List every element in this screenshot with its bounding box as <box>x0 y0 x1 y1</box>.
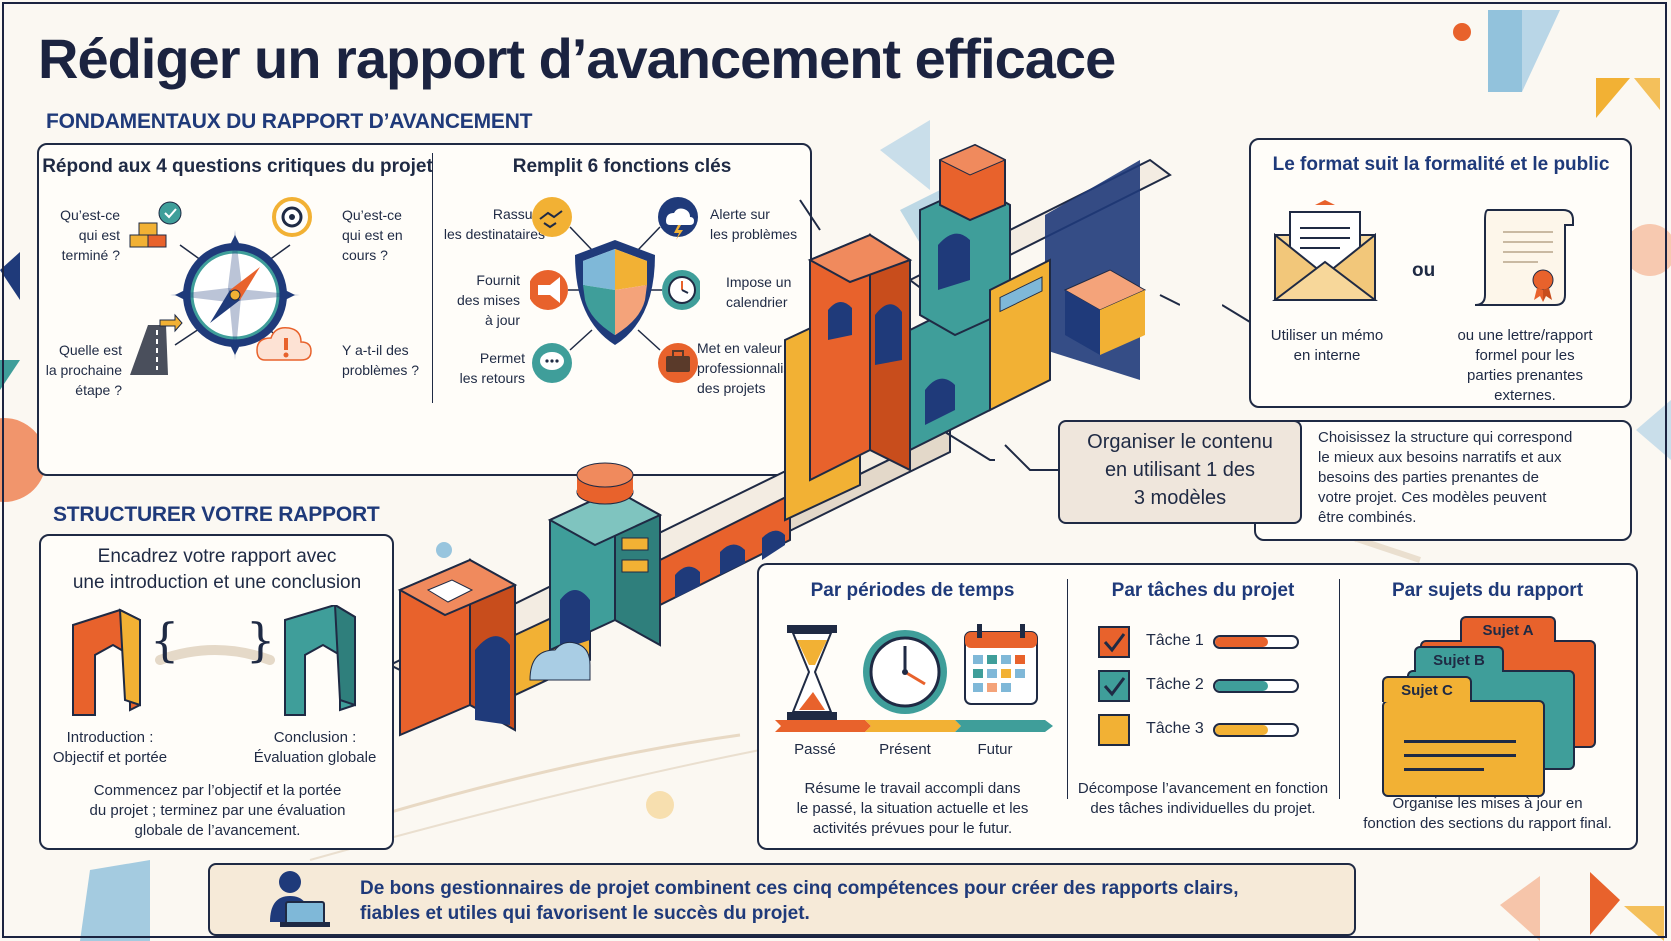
letter-label: ou une lettre/rapport formel pour les pa… <box>1457 327 1593 404</box>
structure-heading: STRUCTURER VOTRE RAPPORT <box>53 503 380 526</box>
task-progress-bar <box>1213 635 1299 649</box>
organize-label: Organiser le contenu en utilisant 1 des … <box>1087 431 1273 509</box>
function-alert: Alerte sur les problèmes <box>710 206 798 242</box>
scroll-document-icon <box>1474 209 1574 306</box>
task-label: Tâche 1 <box>1146 632 1204 649</box>
megaphone-icon <box>530 270 568 310</box>
task-label: Tâche 3 <box>1146 720 1204 737</box>
time-model-description: Résume le travail accompli dans le passé… <box>796 780 1029 837</box>
handshake-icon <box>532 197 572 237</box>
task-checkbox <box>1098 714 1130 746</box>
function-schedule: Impose un calendrier <box>726 274 792 310</box>
cloud-alert-icon <box>256 326 312 361</box>
timeline-present: Présent <box>879 741 931 758</box>
or-label: ou <box>1412 260 1436 281</box>
models-divider-2 <box>1339 579 1340 799</box>
block-orange-gate <box>397 558 518 737</box>
page-title: Rédiger un rapport d’avancement efficace <box>38 27 1116 90</box>
folder-tab-subject-a: Sujet A <box>1460 616 1556 642</box>
manager-laptop-icon <box>270 871 330 927</box>
organize-label-box <box>1058 420 1302 524</box>
folder-tab-subject-c: Sujet C <box>1382 676 1472 702</box>
road-icon <box>130 313 183 375</box>
intro-label: Introduction : Objectif et portée <box>52 729 168 766</box>
compass-icon <box>170 230 300 360</box>
function-professionalism: Met en valeur le professionnalisme des p… <box>697 340 810 396</box>
folder-subject-c <box>1382 700 1545 797</box>
tasks-model-title: Par tâches du projet <box>1111 580 1295 601</box>
function-feedback: Permet les retours <box>459 350 525 386</box>
footer-banner <box>208 863 1356 936</box>
organize-description: Choisissez la structure qui correspond l… <box>1318 429 1573 526</box>
calendar-icon <box>964 624 1038 705</box>
gear-cycle-icon <box>272 197 312 237</box>
function-updates: Fournit des mises à jour <box>456 272 520 328</box>
arch-illustration <box>72 605 356 716</box>
task-progress-fill <box>1215 637 1269 647</box>
bricks-icon <box>129 201 182 248</box>
subjects-model-title: Par sujets du rapport <box>1391 580 1584 601</box>
brace-close: } <box>246 613 276 667</box>
organize-panel <box>1254 420 1632 541</box>
block-cluster-right <box>784 143 1147 522</box>
task-progress-fill <box>1215 681 1269 691</box>
conclusion-arch-icon <box>284 605 356 716</box>
task-progress-fill <box>1215 725 1269 735</box>
functions-illustration <box>530 197 700 383</box>
models-divider-1 <box>1067 579 1068 799</box>
memo-label: Utiliser un mémo en interne <box>1270 327 1384 364</box>
clock-icon <box>662 270 700 310</box>
timeline-arrow <box>775 720 1053 732</box>
questions-illustration <box>129 197 312 375</box>
clock-face-icon <box>863 630 947 714</box>
time-model-illustration <box>775 624 1053 732</box>
task-progress-bar <box>1213 723 1299 737</box>
format-connector <box>1222 304 1251 323</box>
hourglass-icon <box>787 625 837 720</box>
question-problems: Y a-t-il des problèmes ? <box>342 342 420 378</box>
question-done: Qu’est-ce qui est terminé ? <box>60 207 120 263</box>
fundamentals-heading: FONDAMENTAUX DU RAPPORT D’AVANCEMENT <box>46 110 533 133</box>
storm-cloud-icon <box>658 197 698 240</box>
arcade-bridge <box>659 493 791 607</box>
subjects-model-description: Organise les mises à jour en fonction de… <box>1363 795 1612 832</box>
fundamentals-divider <box>432 153 433 403</box>
organize-connector <box>1004 444 1058 471</box>
question-in-progress: Qu’est-ce qui est en cours ? <box>342 207 403 263</box>
tasks-model-description: Décompose l’avancement en fonction des t… <box>1077 780 1329 817</box>
conclusion-label: Conclusion : Évaluation globale <box>253 729 377 766</box>
footer-text: De bons gestionnaires de projet combinen… <box>360 878 1239 924</box>
time-model-title: Par périodes de temps <box>810 580 1015 601</box>
functions-title: Remplit 6 fonctions clés <box>512 156 732 177</box>
task-checkbox <box>1098 670 1130 702</box>
questions-title: Répond aux 4 questions critiques du proj… <box>42 156 433 177</box>
folder-tab-subject-b: Sujet B <box>1414 646 1504 672</box>
timeline-past: Passé <box>794 741 836 758</box>
isometric-bridge-illustration <box>390 143 1180 737</box>
structure-title: Encadrez votre rapport avec une introduc… <box>72 546 362 593</box>
timeline-future: Futur <box>977 741 1013 758</box>
task-checkbox <box>1098 626 1130 658</box>
brace-open: { <box>150 613 180 667</box>
structure-description: Commencez par l’objectif et la portée du… <box>89 782 346 839</box>
envelope-icon <box>1272 200 1378 301</box>
shield-icon <box>575 240 655 345</box>
briefcase-icon <box>658 343 698 383</box>
task-label: Tâche 2 <box>1146 676 1204 693</box>
structure-panel <box>39 534 394 850</box>
function-reassure: Rassure les destinataires <box>443 206 545 242</box>
question-next-step: Quelle est la prochaine étape ? <box>45 342 122 398</box>
block-teal-tower <box>514 462 663 697</box>
format-title: Le format suit la formalité et le public <box>1272 154 1610 175</box>
task-progress-bar <box>1213 679 1299 693</box>
intro-arch-icon <box>72 608 141 716</box>
chat-bubble-icon <box>532 343 572 383</box>
